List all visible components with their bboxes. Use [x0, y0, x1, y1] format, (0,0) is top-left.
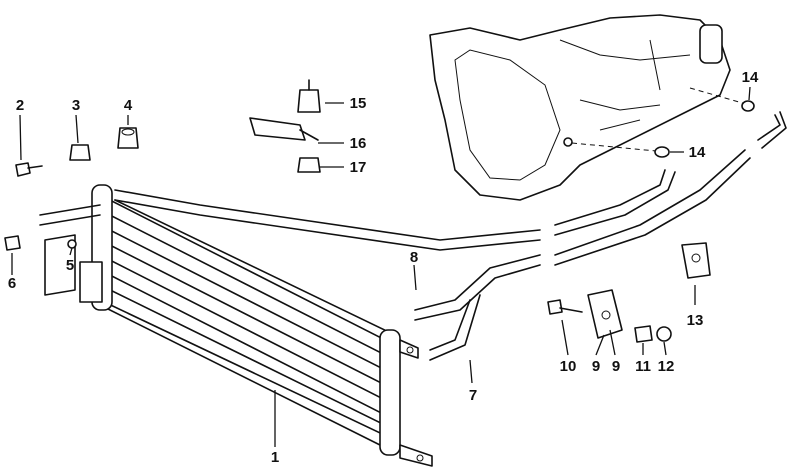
callout-12: 12: [658, 358, 675, 375]
transmission-housing: [429, 14, 731, 201]
callout-9a: 9: [592, 358, 600, 375]
oil-lines: [39, 111, 787, 361]
small-parts: [4, 79, 755, 343]
callout-13: 13: [687, 312, 704, 329]
leader-dash: [689, 87, 747, 105]
callout-7: 7: [469, 387, 477, 404]
callout-15: 15: [350, 95, 367, 112]
callout-8: 8: [410, 249, 418, 266]
callout-6: 6: [8, 275, 16, 292]
callout-4: 4: [124, 97, 133, 114]
callout-10: 10: [560, 358, 577, 375]
callout-3: 3: [72, 97, 80, 114]
callout-2: 2: [16, 97, 24, 114]
callout-14b: 14: [689, 144, 706, 161]
callouts: 1 2 3 4 5 6 7 8 9 9 10 11 12 13 14 14 15…: [8, 69, 759, 466]
callout-11: 11: [635, 358, 651, 375]
oil-cooler: [44, 184, 433, 467]
callout-5: 5: [66, 257, 74, 274]
callout-14a: 14: [742, 69, 759, 86]
callout-9b: 9: [612, 358, 620, 375]
callout-16: 16: [350, 135, 367, 152]
leader-lines: [11, 86, 751, 447]
callout-17: 17: [350, 159, 367, 176]
callout-1: 1: [271, 449, 279, 466]
